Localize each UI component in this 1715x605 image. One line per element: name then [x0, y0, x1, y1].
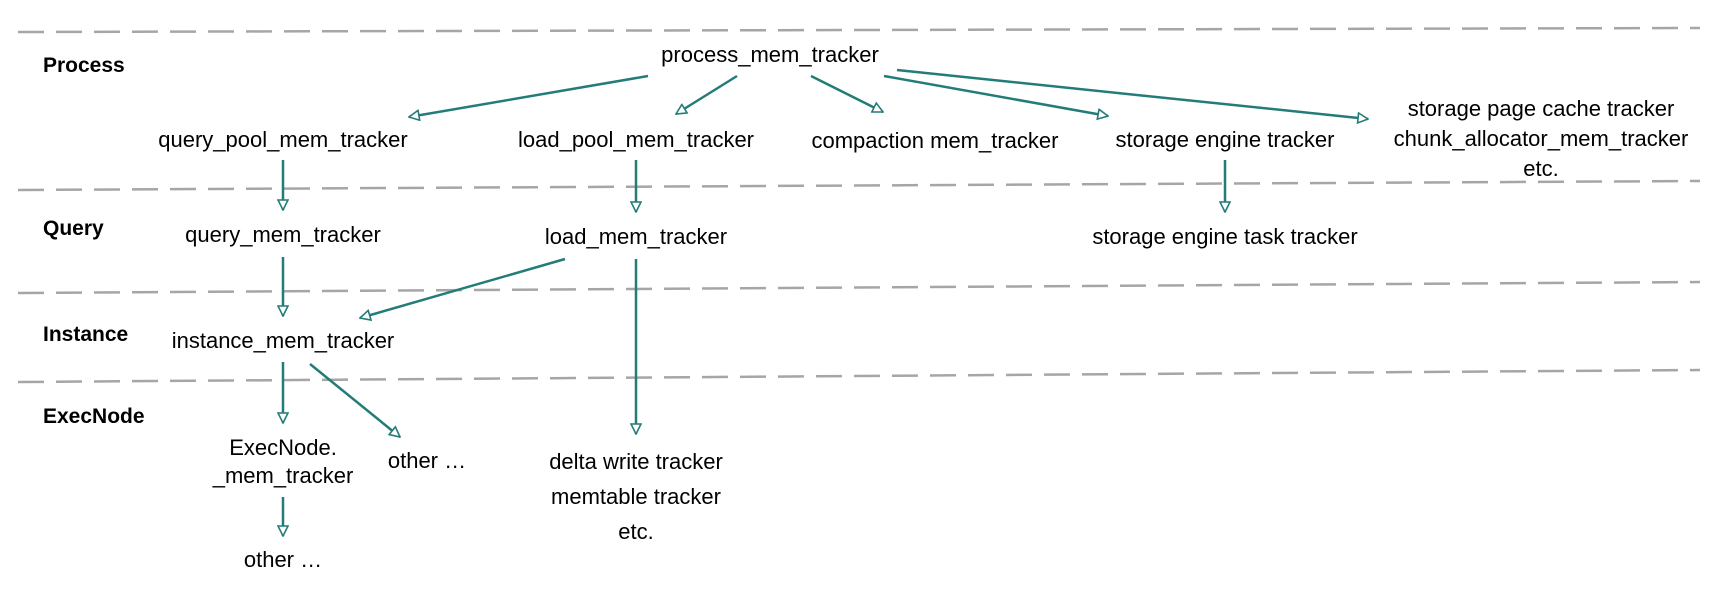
node-label-line: ExecNode. — [229, 435, 337, 460]
node-compaction-mem-tracker: compaction mem_tracker — [812, 128, 1059, 153]
edge-process-to-storage-page-cache — [896, 68, 1368, 119]
level-label-instance: Instance — [43, 323, 128, 346]
node-execnode-other: other … — [244, 547, 322, 572]
nodes: process_mem_tracker query_pool_mem_track… — [158, 42, 1688, 572]
node-label-line: other … — [244, 547, 322, 572]
level-label-process: Process — [43, 54, 125, 77]
edge-load-to-instance — [360, 257, 566, 318]
node-label-line: storage engine tracker — [1116, 127, 1335, 152]
node-process-mem-tracker: process_mem_tracker — [661, 42, 879, 67]
node-instance-mem-tracker: instance_mem_tracker — [172, 328, 395, 353]
edge-process-to-load-pool — [676, 74, 738, 116]
level-divider-instance-execnode — [17, 368, 1701, 384]
node-label-line: delta write tracker — [549, 449, 723, 474]
level-divider-top — [17, 26, 1701, 34]
edge-process-to-storage-engine — [883, 74, 1108, 116]
node-label-line: query_mem_tracker — [185, 222, 381, 247]
node-label-line: _mem_tracker — [212, 463, 354, 488]
level-divider-process-query — [17, 179, 1701, 192]
node-storage-engine-task-tracker: storage engine task tracker — [1092, 224, 1357, 249]
node-label-line: storage engine task tracker — [1092, 224, 1357, 249]
edges — [283, 68, 1368, 536]
node-label-line: etc. — [1523, 156, 1558, 181]
node-query-mem-tracker: query_mem_tracker — [185, 222, 381, 247]
edge-process-to-query-pool — [409, 74, 649, 117]
node-label-line: process_mem_tracker — [661, 42, 879, 67]
node-query-pool-mem-tracker: query_pool_mem_tracker — [158, 127, 407, 152]
node-storage-page-cache-group: storage page cache tracker chunk_allocato… — [1394, 96, 1689, 181]
node-label-line: etc. — [618, 519, 653, 544]
node-label-line: memtable tracker — [551, 484, 721, 509]
edge-instance-to-other — [309, 363, 400, 437]
node-instance-other: other … — [388, 448, 466, 473]
node-load-mem-tracker: load_mem_tracker — [545, 224, 727, 249]
level-label-query: Query — [43, 217, 104, 240]
node-label-line: chunk_allocator_mem_tracker — [1394, 126, 1689, 151]
level-label-execnode: ExecNode — [43, 405, 145, 428]
node-execnode-mem-tracker: ExecNode. _mem_tracker — [212, 435, 354, 488]
edge-process-to-compaction — [810, 74, 883, 114]
node-label-line: other … — [388, 448, 466, 473]
node-load-pool-mem-tracker: load_pool_mem_tracker — [518, 127, 754, 152]
node-storage-engine-tracker: storage engine tracker — [1116, 127, 1335, 152]
node-label-line: storage page cache tracker — [1408, 96, 1675, 121]
node-label-line: instance_mem_tracker — [172, 328, 395, 353]
level-divider-query-instance — [17, 280, 1701, 295]
node-delta-write-group: delta write tracker memtable tracker etc. — [549, 449, 723, 544]
node-label-line: load_pool_mem_tracker — [518, 127, 754, 152]
node-label-line: load_mem_tracker — [545, 224, 727, 249]
node-label-line: query_pool_mem_tracker — [158, 127, 407, 152]
node-label-line: compaction mem_tracker — [812, 128, 1059, 153]
